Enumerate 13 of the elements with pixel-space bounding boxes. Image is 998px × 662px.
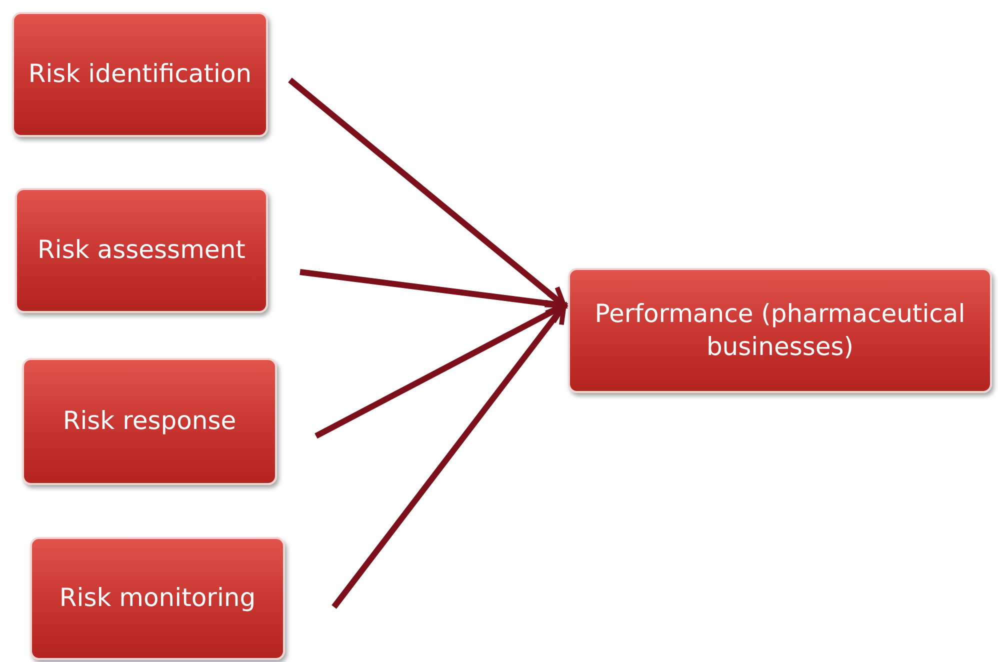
process-box	[30, 537, 285, 660]
process-box	[22, 358, 277, 485]
node-label: Risk assessment	[38, 234, 246, 266]
node-label: Risk identification	[28, 58, 252, 90]
node-label: Risk response	[62, 405, 236, 438]
arrow	[314, 302, 566, 439]
node-label: Performance (pharmaceutical businesses)	[594, 298, 966, 362]
process-box	[12, 12, 268, 137]
arrow	[332, 303, 566, 609]
process-box	[15, 188, 268, 313]
arrow	[288, 78, 566, 308]
node-label: Risk monitoring	[59, 582, 256, 614]
process-box	[568, 268, 992, 393]
